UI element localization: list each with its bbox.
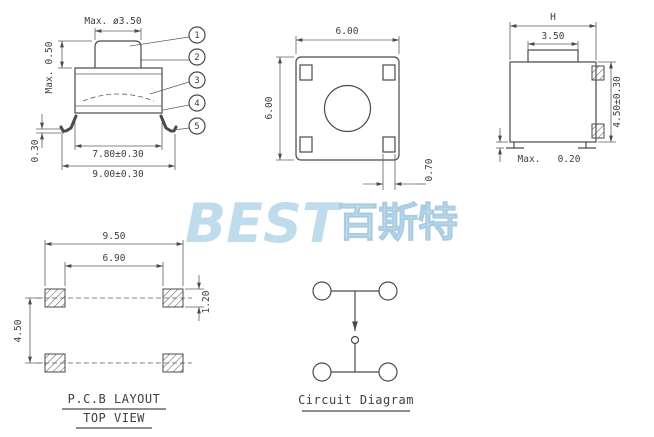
callout-balloon-3 <box>188 71 206 89</box>
terminal-node-2 <box>378 281 398 301</box>
front-view: Max. ø3.50 0.50 Max. 0.30 7.80±0.30 9.00… <box>30 16 206 180</box>
callout-number-5: 5 <box>194 122 199 132</box>
dome-contact-dashed-line <box>82 93 155 102</box>
pad-top-left <box>44 288 66 308</box>
dim-text-knob-diameter: Max. ø3.50 <box>84 16 141 27</box>
pcb-layout: 9.50 6.90 1.20 4.50 P.C.B LAYOUT TOP VIE… <box>13 231 212 429</box>
callout-balloon-5 <box>188 117 206 135</box>
dim-text-row-pitch: 4.50 <box>13 319 24 342</box>
fixed-contact-dot <box>350 335 360 345</box>
terminal-bottom-left <box>299 136 313 153</box>
terminal-node-1 <box>312 281 332 301</box>
pad-bottom-left <box>44 353 66 373</box>
terminal-top-right <box>382 64 396 81</box>
actuator-circle <box>323 84 372 133</box>
dim-text-overall-width: 9.00±0.30 <box>92 169 144 180</box>
left-lead <box>59 114 78 133</box>
top-view-body-outline <box>295 56 400 161</box>
dim-text-shoulder-width: 7.80±0.30 <box>92 149 144 160</box>
side-view: H 3.50 4.50±0.30 Max. 0.20 <box>496 12 623 165</box>
callout-balloon-1 <box>188 26 206 44</box>
callout-number-3: 3 <box>194 76 199 86</box>
terminal-node-4 <box>378 362 398 382</box>
side-lead-section-top <box>591 65 605 81</box>
right-lead <box>159 114 178 133</box>
dim-text-outer-span: 9.50 <box>103 231 126 242</box>
side-body-outline <box>509 61 597 143</box>
pad-top-right <box>162 288 184 308</box>
circuit-diagram: Circuit Diagram <box>298 281 414 412</box>
callout-leader-1 <box>129 36 190 47</box>
top-view: 6.00 6.00 0.70 <box>264 26 435 190</box>
terminal-bottom-right <box>382 136 396 153</box>
callout-balloon-4 <box>188 94 206 112</box>
switch-body-outline <box>74 67 163 114</box>
dim-text-height-ref: H <box>550 12 556 23</box>
callout-number-2: 2 <box>194 53 199 63</box>
callout-leader-3 <box>149 81 190 95</box>
watermark-latin-text: BEST <box>185 192 343 255</box>
pad-bottom-right <box>162 353 184 373</box>
dim-text-inner-span: 6.90 <box>103 253 126 264</box>
dim-text-knob-height: 0.50 <box>44 41 55 64</box>
callout-balloon-2 <box>188 48 206 66</box>
dim-text-terminal-width: 0.70 <box>424 158 435 181</box>
callout-leader-5 <box>173 127 190 131</box>
terminal-top-left <box>299 64 313 81</box>
dim-text-body-height: 4.50±0.30 <box>612 76 623 128</box>
pcb-layout-title: P.C.B LAYOUT <box>68 392 161 406</box>
side-stem-outline <box>527 49 579 63</box>
callout-leader-4 <box>162 104 190 111</box>
callout-number-4: 4 <box>194 99 199 109</box>
dim-text-lead-thickness: 0.30 <box>30 139 41 162</box>
dim-text-stem-width: 3.50 <box>542 31 565 42</box>
watermark-cjk-text: 百斯特 <box>338 200 458 246</box>
dim-text-standoff: Max. 0.20 <box>518 154 581 165</box>
watermark: BEST 百斯特 <box>185 192 459 255</box>
dim-text-pad-height: 1.20 <box>201 290 212 313</box>
dim-text-top-width: 6.00 <box>336 26 359 37</box>
dim-text-top-depth: 6.00 <box>264 96 275 119</box>
circuit-diagram-title: Circuit Diagram <box>298 393 414 407</box>
callout-number-1: 1 <box>194 31 199 41</box>
pcb-layout-subtitle: TOP VIEW <box>83 411 145 425</box>
side-lead-section-bottom <box>591 123 605 139</box>
dim-text-knob-height-prefix: Max. <box>44 71 55 94</box>
terminal-node-3 <box>312 362 332 382</box>
